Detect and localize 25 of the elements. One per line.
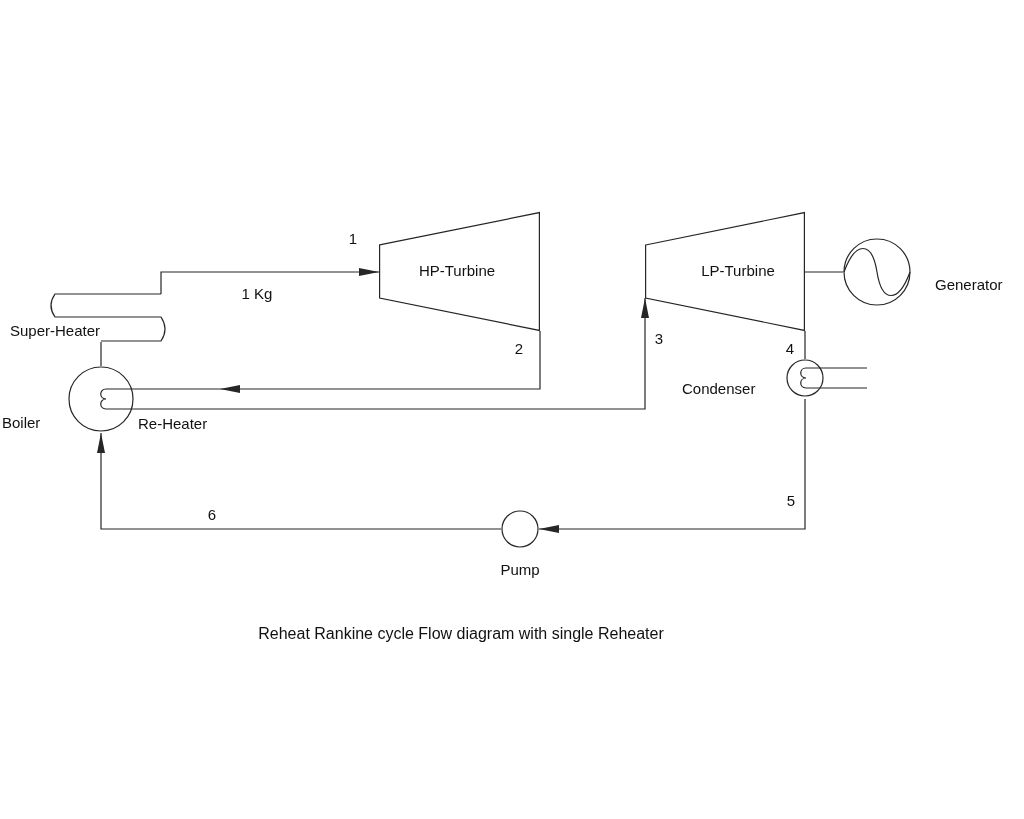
- generator-label: Generator: [935, 276, 1003, 293]
- flow-arrow: [219, 330, 541, 393]
- state-number: 5: [786, 491, 796, 509]
- flow-arrow: [219, 297, 649, 410]
- connector-line: [100, 341, 102, 367]
- superheater-label: Super-Heater: [10, 322, 101, 339]
- flow-arrow: [538, 398, 806, 533]
- pump-label: Pump: [500, 561, 540, 578]
- state-number: 6: [207, 505, 217, 523]
- state-number: 3: [654, 329, 664, 347]
- connector-line: [823, 367, 868, 369]
- turbine-label: LP-Turbine: [701, 262, 775, 279]
- connector-line: [823, 387, 868, 389]
- flow-arrow: [160, 268, 380, 295]
- caption: Reheat Rankine cycle Flow diagram with single Reheater: [258, 623, 664, 643]
- boiler-label: Boiler: [2, 414, 41, 431]
- flow-arrow: [97, 432, 502, 530]
- state-number: 4: [785, 339, 795, 357]
- state-number: 1: [348, 229, 358, 247]
- state-number: 2: [514, 339, 524, 357]
- turbine-label: HP-Turbine: [418, 262, 496, 279]
- condenser-label: Condenser: [682, 380, 756, 397]
- connector-line: [804, 330, 806, 360]
- reheater-label: Re-Heater: [138, 415, 208, 432]
- connector-line: [804, 271, 844, 273]
